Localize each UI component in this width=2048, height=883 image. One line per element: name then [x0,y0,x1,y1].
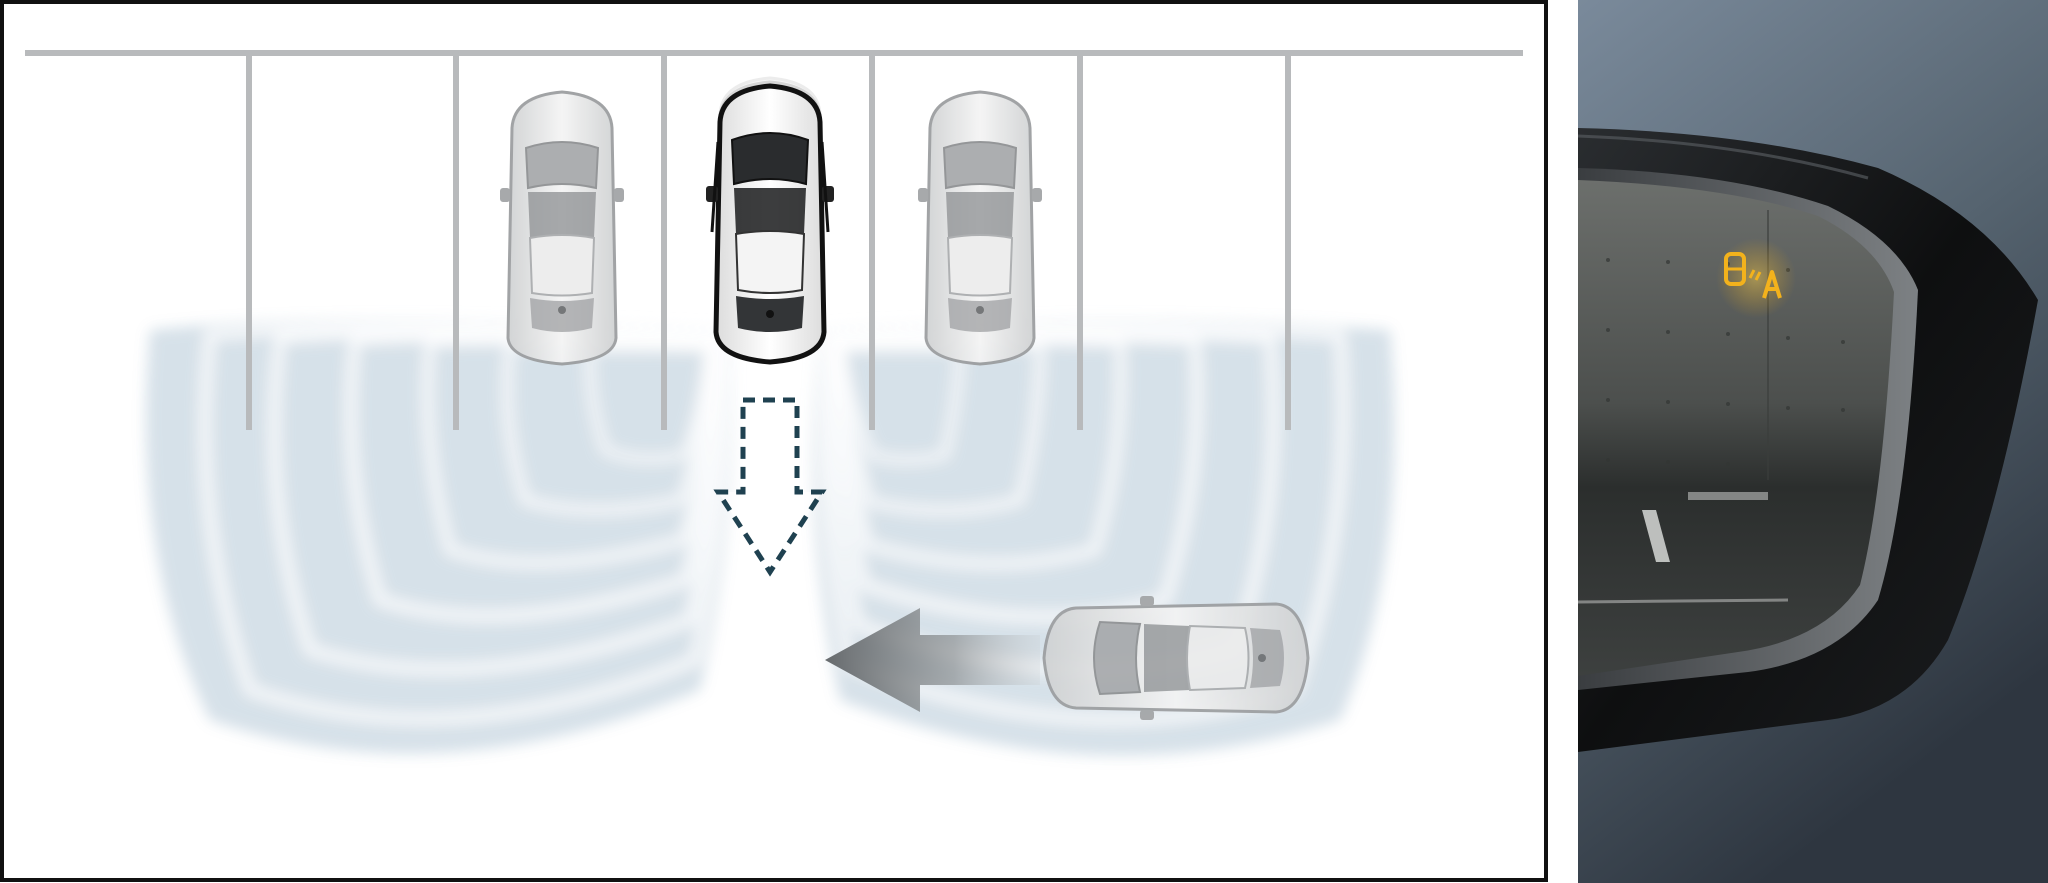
rear-cross-traffic-alert-icon [1716,238,1796,318]
parking-lines [25,50,1523,430]
dashed-arrow-down-icon [713,397,827,577]
parked-car-left [498,90,626,366]
parked-car-right [916,90,1044,366]
side-mirror-photo [1578,0,2048,883]
reversing-car [706,76,834,365]
rear-cross-traffic-diagram [0,0,1548,882]
left-sensor-wave [146,320,732,754]
parking-floor-markings [1578,492,1789,604]
arrow-left-icon [825,608,1040,712]
approaching-car [1042,596,1310,720]
